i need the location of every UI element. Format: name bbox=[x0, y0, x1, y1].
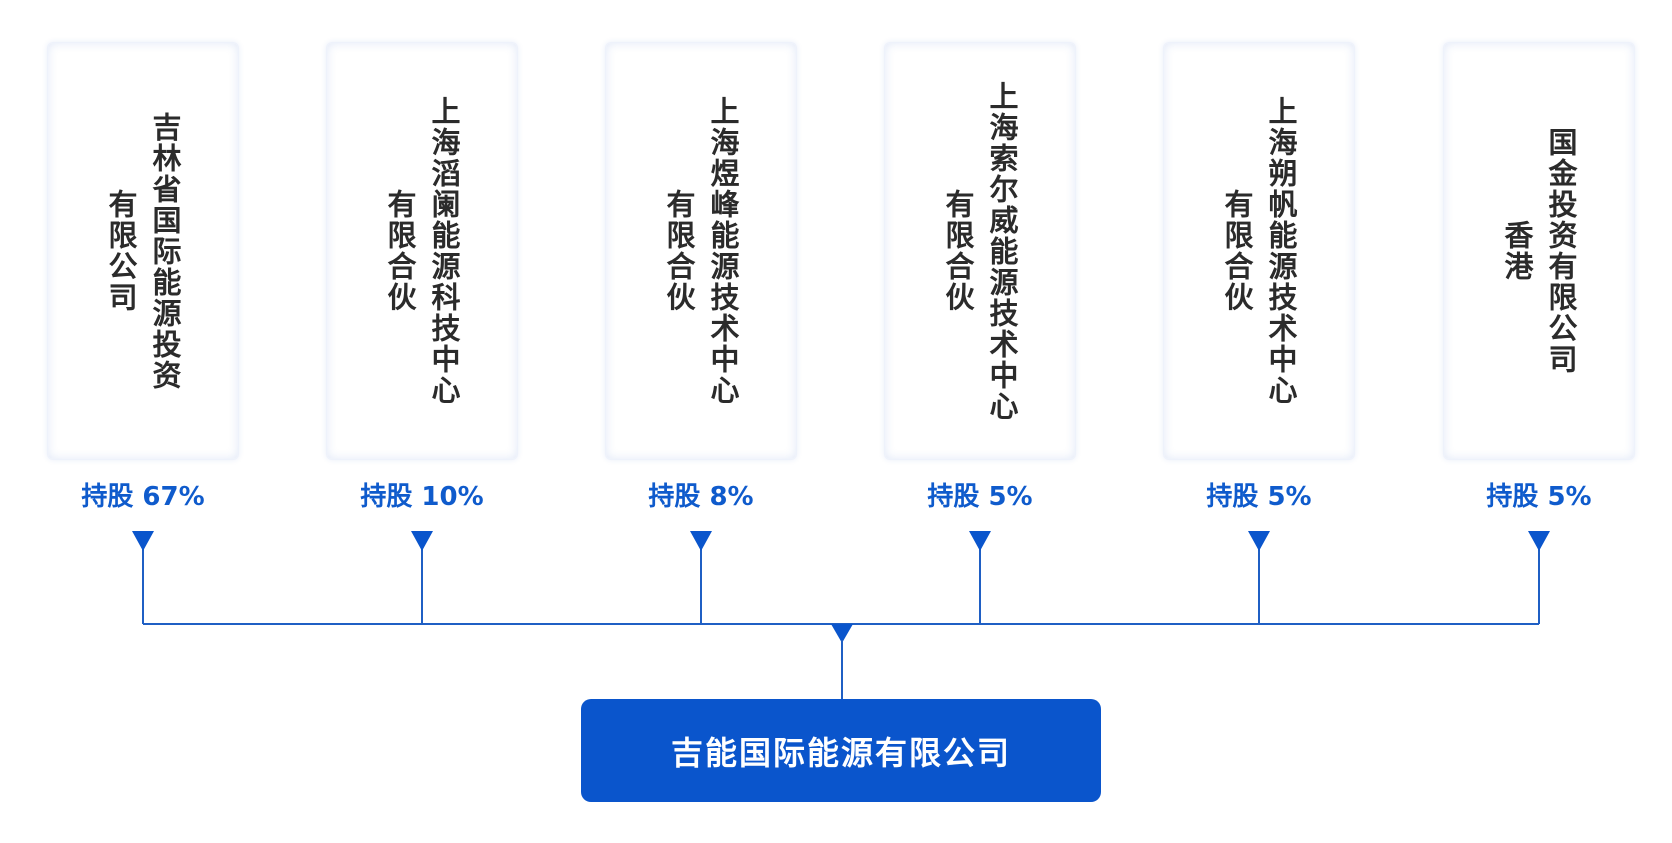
holder-4-arrow-icon bbox=[969, 531, 991, 551]
holder-name-3: 上海煜峰能源技术中心 有限合伙 bbox=[662, 96, 740, 406]
holder-6-arrow-icon bbox=[1528, 531, 1550, 551]
holder-5-arrow-icon bbox=[1248, 531, 1270, 551]
holder-name-6: 国金投资有限公司 香港 bbox=[1500, 127, 1578, 375]
holder-card-4: 上海索尔威能源技术中心 有限合伙 bbox=[884, 42, 1076, 460]
holder-share-4: 持股 5% bbox=[927, 482, 1033, 512]
holder-name-5: 上海朔帆能源技术中心 有限合伙 bbox=[1220, 96, 1298, 406]
holder-card-1: 吉林省国际能源投资 有限公司 bbox=[47, 42, 239, 460]
holder-share-5: 持股 5% bbox=[1206, 482, 1312, 512]
holder-share-2: 持股 10% bbox=[360, 482, 484, 512]
holder-share-6: 持股 5% bbox=[1486, 482, 1592, 512]
holder-card-6: 国金投资有限公司 香港 bbox=[1443, 42, 1635, 460]
holder-name-1: 吉林省国际能源投资 有限公司 bbox=[104, 111, 182, 391]
holder-1-arrow-icon bbox=[132, 531, 154, 551]
holder-card-3: 上海煜峰能源技术中心 有限合伙 bbox=[605, 42, 797, 460]
holder-3-arrow-icon bbox=[690, 531, 712, 551]
company-arrow-icon bbox=[831, 624, 853, 643]
holder-name-2: 上海滔阑能源科技中心 有限合伙 bbox=[383, 96, 461, 406]
holder-card-5: 上海朔帆能源技术中心 有限合伙 bbox=[1163, 42, 1355, 460]
holder-2-arrow-icon bbox=[411, 531, 433, 551]
company-name: 吉能国际能源有限公司 bbox=[670, 733, 1011, 772]
company-box: 吉能国际能源有限公司 bbox=[581, 699, 1101, 802]
holder-share-3: 持股 8% bbox=[648, 482, 754, 512]
holder-name-4: 上海索尔威能源技术中心 有限合伙 bbox=[941, 80, 1019, 422]
holder-card-2: 上海滔阑能源科技中心 有限合伙 bbox=[326, 42, 518, 460]
holder-share-1: 持股 67% bbox=[81, 482, 205, 512]
